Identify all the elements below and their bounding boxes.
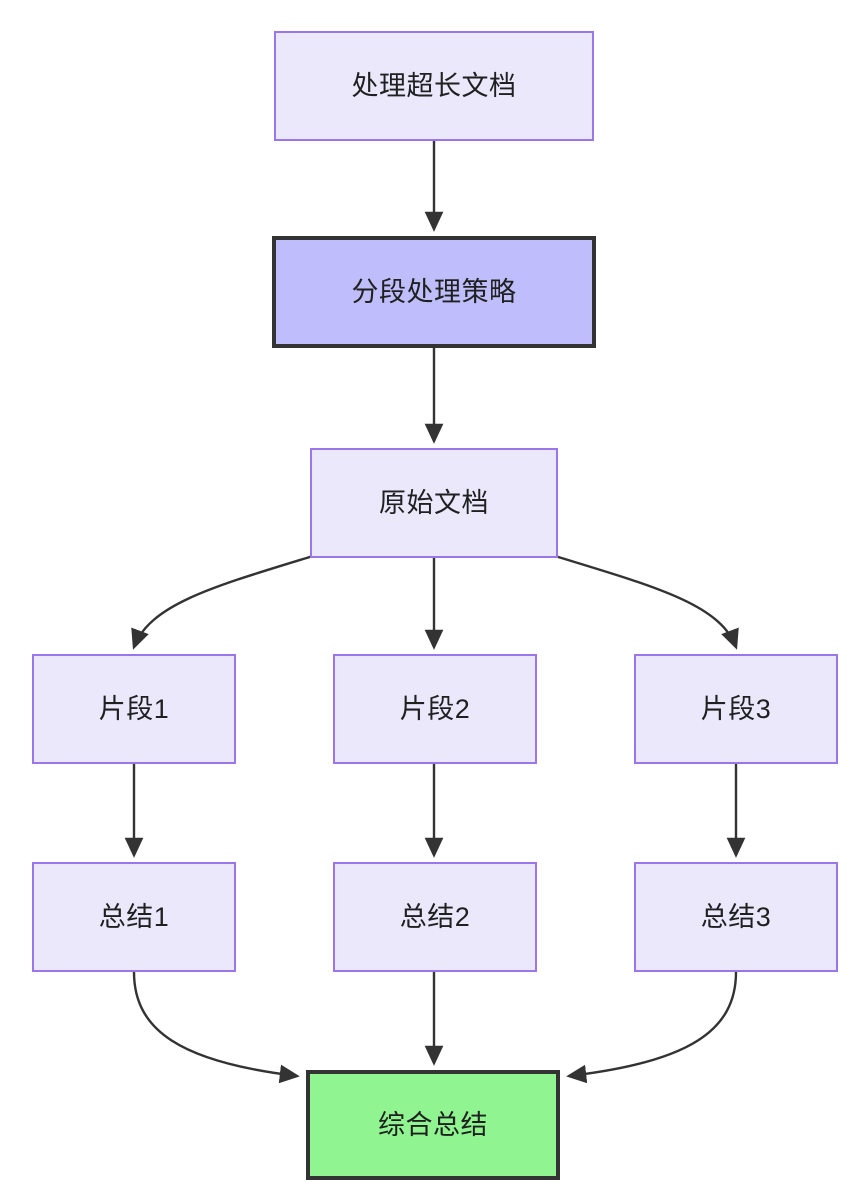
node-summary-3[interactable]: 总结3	[634, 862, 838, 972]
edge-summary-1-to-final-summary	[132, 971, 300, 1084]
node-label: 片段1	[98, 693, 170, 724]
node-label: 分段处理策略	[351, 276, 517, 307]
edge-source-doc-to-fragment-1	[131, 554, 314, 650]
edge-source-doc-to-fragment-3	[554, 554, 739, 650]
edge-summary-3-to-final-summary	[566, 971, 738, 1084]
node-fragment-3[interactable]: 片段3	[634, 654, 838, 764]
node-source-doc[interactable]: 原始文档	[310, 448, 558, 558]
node-fragment-1[interactable]: 片段1	[32, 654, 236, 764]
node-process-long-doc[interactable]: 处理超长文档	[274, 31, 594, 141]
node-label: 综合总结	[378, 1109, 488, 1140]
node-label: 总结2	[399, 901, 471, 932]
node-label: 总结3	[700, 901, 772, 932]
node-label: 片段2	[399, 693, 471, 724]
node-label: 处理超长文档	[351, 70, 517, 101]
node-final-summary[interactable]: 综合总结	[306, 1070, 560, 1180]
node-summary-1[interactable]: 总结1	[32, 862, 236, 972]
node-summary-2[interactable]: 总结2	[333, 862, 537, 972]
node-label: 原始文档	[379, 487, 489, 518]
node-label: 总结1	[98, 901, 170, 932]
node-fragment-2[interactable]: 片段2	[333, 654, 537, 764]
node-chunk-strategy[interactable]: 分段处理策略	[272, 236, 596, 348]
node-label: 片段3	[700, 693, 772, 724]
